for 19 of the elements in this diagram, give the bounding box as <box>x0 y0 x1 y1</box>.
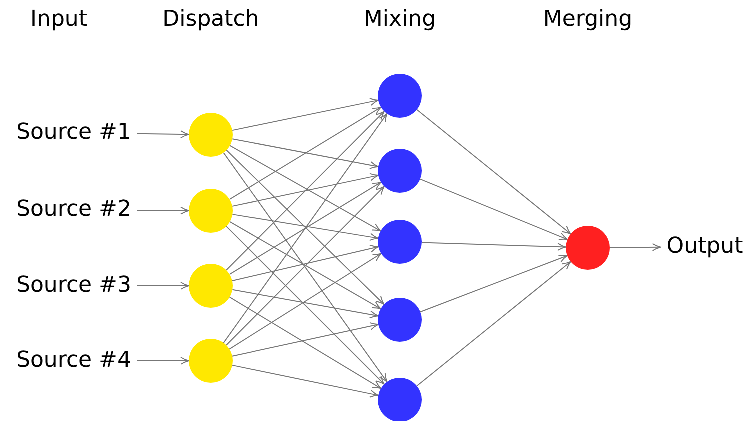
node-label: Output <box>666 234 744 260</box>
node-label: Source #4 <box>16 348 132 374</box>
node-label: Source #1 <box>16 120 132 146</box>
column-header: Mixing <box>364 8 436 32</box>
mixing-node-circle <box>378 298 422 342</box>
node-label: Source #2 <box>16 198 132 222</box>
dispatch-node-circle <box>189 264 233 308</box>
mixing-node-circle <box>378 149 422 193</box>
node-label: Source #3 <box>16 274 132 298</box>
dispatch-node-circle <box>189 189 233 233</box>
column-header: Input <box>30 8 88 32</box>
mixing-node-circle <box>378 220 422 264</box>
column-header: Dispatch <box>162 8 260 32</box>
merging-node-circle <box>566 226 610 270</box>
column-header: Merging <box>543 8 633 32</box>
mixing-node-circle <box>378 74 422 118</box>
mixing-node-circle <box>378 378 422 421</box>
dispatch-node-circle <box>189 113 233 157</box>
dispatch-node-circle <box>189 339 233 383</box>
